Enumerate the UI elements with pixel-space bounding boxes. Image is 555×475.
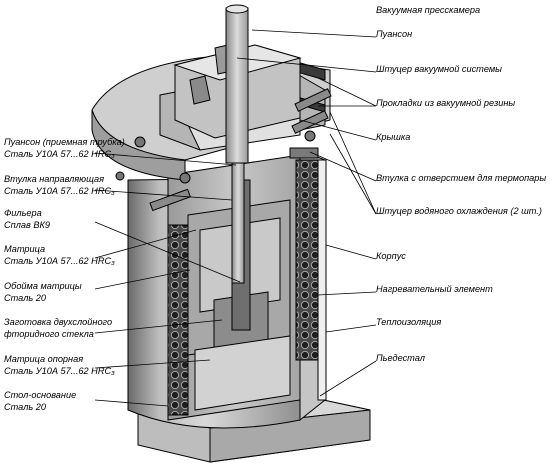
- thermal-insulation: [317, 159, 327, 401]
- label-die-name: Фильера: [4, 208, 42, 218]
- label-support-matrix-material: Сталь У10А 57...62 HRC₃: [4, 366, 115, 376]
- heating-coil-right: [295, 159, 319, 361]
- label-guide-sleeve-material: Сталь У10А 57...62 HRC₃: [4, 186, 115, 196]
- bolt: [179, 172, 191, 184]
- thermocouple-sleeve: [289, 147, 319, 159]
- leader-lines: [94, 29, 377, 407]
- label-insulation: Теплоизоляция: [376, 317, 441, 327]
- label-heating-element: Нагревательный элемент: [376, 284, 493, 294]
- label-support-matrix-name: Матрица опорная: [4, 354, 83, 364]
- label-base-table-material: Сталь 20: [4, 402, 47, 412]
- label-punch-receiver-name: Пуансон (приемная трубка): [4, 137, 125, 147]
- punch-rod: [225, 4, 249, 284]
- cooling-fittings: [149, 88, 332, 212]
- label-matrix-material: Сталь У10А 57...62 HRC₃: [4, 256, 115, 266]
- support-matrix: [194, 335, 291, 411]
- label-pedestal: Пьедестал: [376, 353, 425, 363]
- label-rubber-gaskets: Прокладки из вакуумной резины: [376, 98, 515, 108]
- label-punch: Пуансон: [376, 29, 412, 39]
- label-vacuum-fitting: Штуцер вакуумной системы: [376, 64, 502, 74]
- cutaway-interior: [167, 154, 319, 421]
- label-body: Корпус: [376, 251, 406, 261]
- label-matrix-name: Матрица: [4, 244, 45, 254]
- chamber-illustration: [91, 4, 371, 463]
- label-glass-blank-line1: Заготовка двухслойного: [4, 317, 112, 327]
- right-labels: Вакуумная пресскамера Пуансон Штуцер вак…: [376, 5, 546, 363]
- label-matrix-holder-name: Обойма матрицы: [4, 281, 82, 291]
- bolt: [134, 136, 146, 148]
- label-matrix-holder-material: Сталь 20: [4, 293, 47, 303]
- title-label: Вакуумная пресскамера: [376, 5, 480, 15]
- label-punch-receiver-material: Сталь У10А 57...62 HRC₃: [4, 149, 115, 159]
- label-glass-blank-line2: фторидного стекла: [4, 329, 94, 339]
- label-lid: Крышка: [376, 132, 410, 142]
- label-cooling-fitting: Штуцер водяного охлаждения (2 шт.): [376, 206, 542, 216]
- label-die-material: Сплав ВК9: [4, 220, 50, 230]
- bolt: [304, 130, 316, 142]
- label-base-table-name: Стол-основание: [4, 390, 76, 400]
- left-labels: Пуансон (приемная трубка) Сталь У10А 57.…: [4, 137, 125, 412]
- label-thermocouple-sleeve: Втулка с отверстием для термопары: [376, 173, 546, 183]
- label-guide-sleeve-name: Втулка направляющая: [4, 174, 104, 184]
